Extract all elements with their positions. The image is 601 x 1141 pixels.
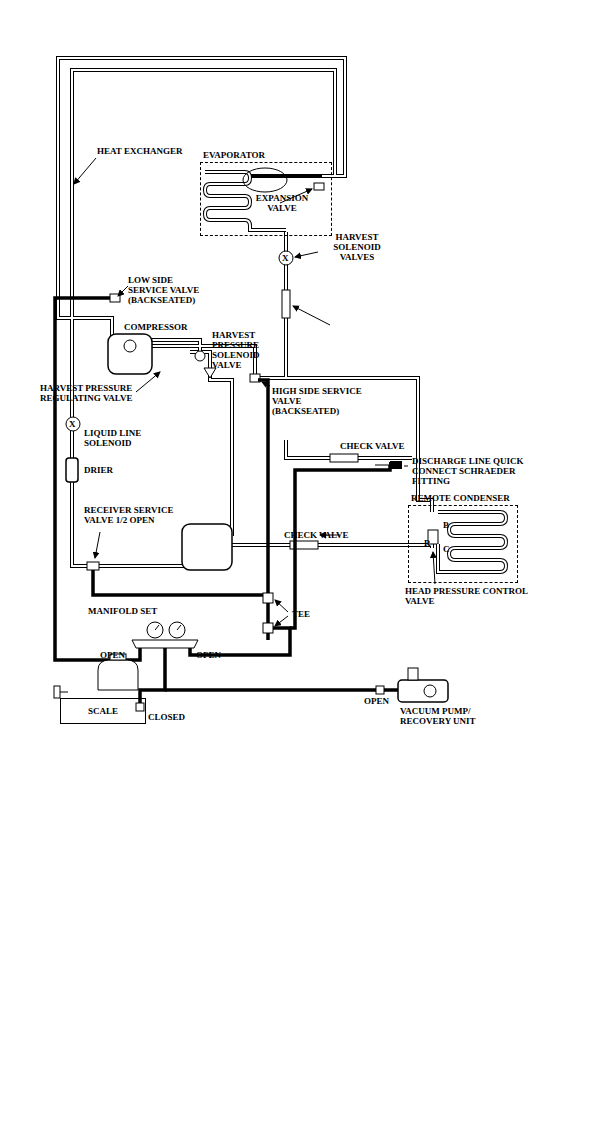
part-label: CLOSED	[148, 712, 208, 722]
part-label: COMPRESSOR	[124, 322, 204, 332]
part-label: EXPANSION VALVE	[254, 193, 310, 213]
part-label: LOW SIDE SERVICE VALVE (BACKSEATED)	[128, 275, 210, 305]
part-label: HIGH SIDE SERVICE VALVE (BACKSEATED)	[272, 386, 364, 416]
part-label: RECEIVER SERVICE VALVE 1/2 OPEN	[84, 505, 176, 525]
part-label: VACUUM PUMP/ RECOVERY UNIT	[400, 706, 520, 726]
components	[66, 251, 438, 570]
part-label: LIQUID LINE SOLENOID	[84, 428, 148, 448]
part-label: OPEN	[364, 696, 404, 706]
part-label: HARVEST PRESSURE SOLENOID VALVE	[212, 330, 276, 370]
scale-box: SCALE	[60, 698, 146, 724]
part-label: C	[443, 544, 450, 554]
refrigerant-lines	[58, 58, 432, 566]
region-heading: REMOTE CONDENSER	[411, 493, 510, 503]
solenoid-symbol: X	[282, 253, 289, 263]
part-label: OPEN	[196, 650, 236, 660]
part-label: HARVEST PRESSURE REGULATING VALVE	[40, 383, 140, 403]
part-label: DRIER	[84, 465, 144, 475]
region-heading: SCALE	[61, 706, 145, 716]
part-label: DISCHARGE LINE QUICK CONNECT SCHRAEDER F…	[412, 456, 532, 486]
condenser-coil	[438, 512, 506, 572]
part-label: TEE	[292, 609, 332, 619]
part-label: R	[424, 538, 431, 548]
solenoid-symbol: X	[69, 419, 76, 429]
evaporator-coil	[205, 168, 324, 230]
part-label: OPEN	[100, 650, 140, 660]
vacuum-pump	[398, 668, 448, 702]
part-label: CHECK VALVE	[284, 530, 364, 540]
part-label: B	[443, 520, 449, 530]
part-label: CHECK VALVE	[340, 441, 420, 451]
part-label: HEAD PRESSURE CONTROL VALVE	[405, 586, 530, 606]
part-label: HARVEST SOLENOID VALVES	[318, 232, 396, 262]
part-label: MANIFOLD SET	[88, 606, 168, 616]
service-hoses	[55, 298, 398, 711]
part-label: HEAT EXCHANGER	[97, 146, 217, 156]
manifold-gauges	[132, 622, 198, 648]
refrigerant-tank	[54, 654, 138, 698]
region-heading: EVAPORATOR	[203, 150, 265, 160]
